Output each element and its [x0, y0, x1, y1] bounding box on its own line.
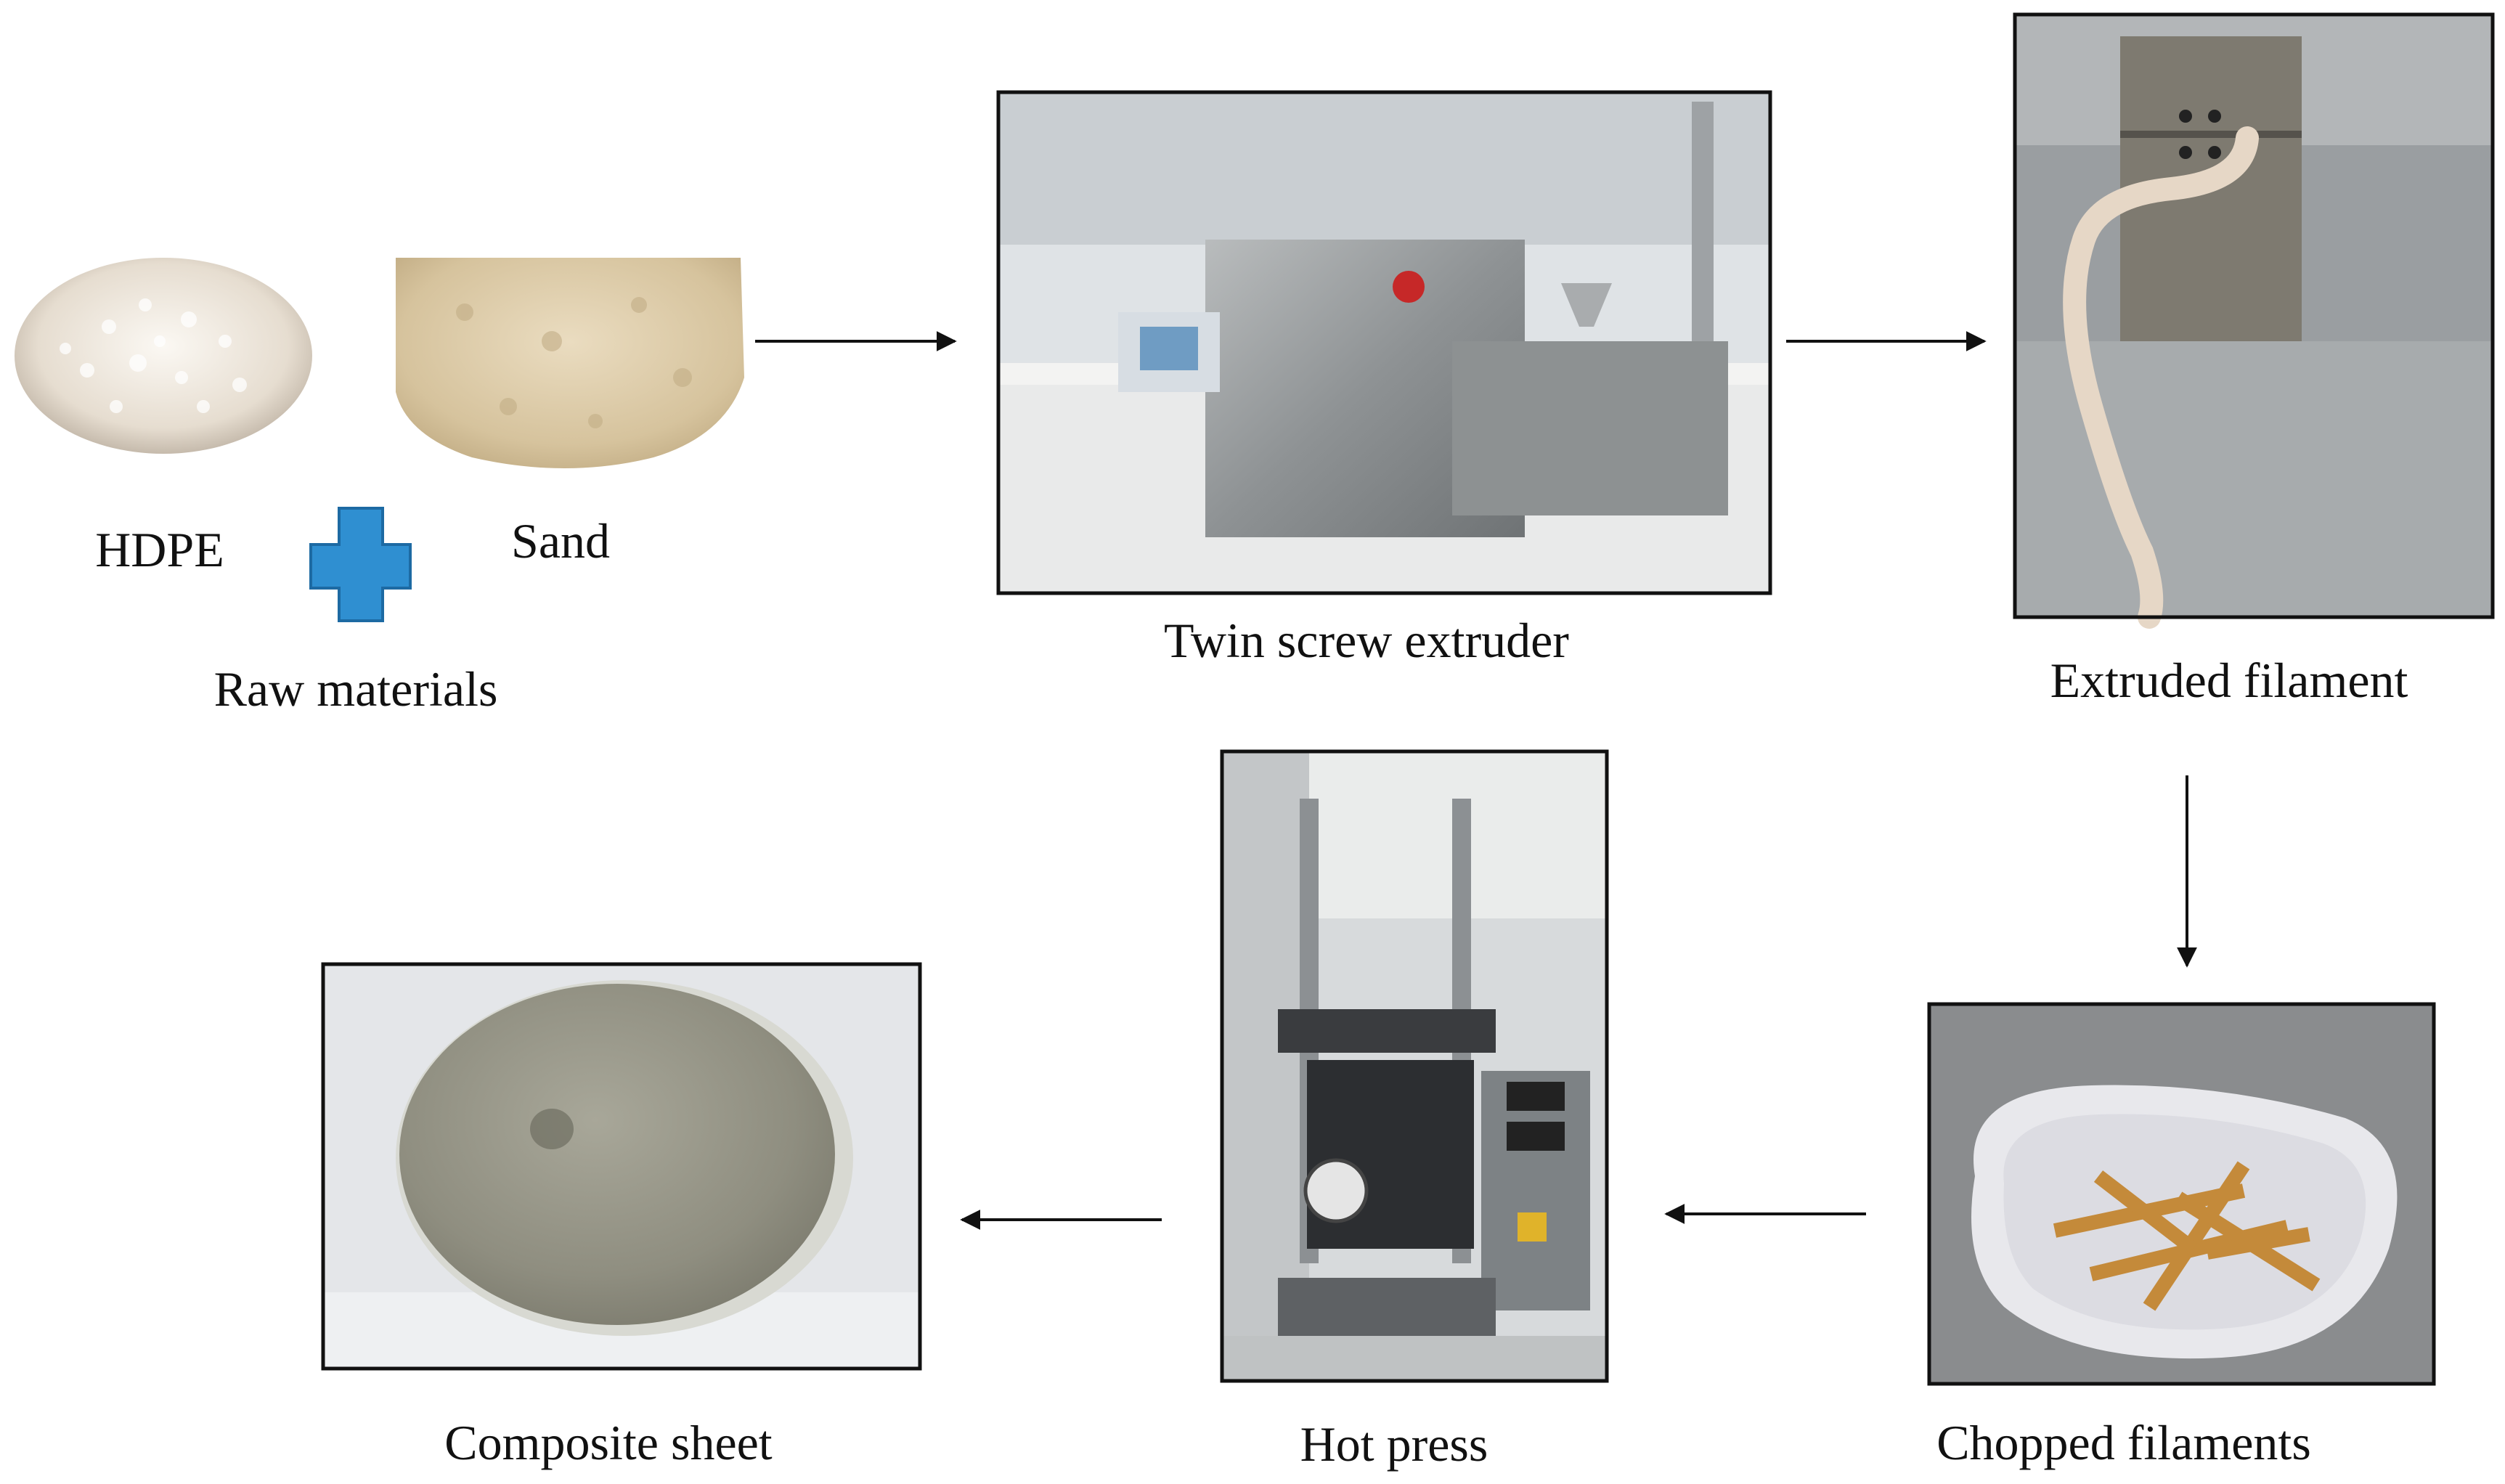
twin-screw-extruder-label: Twin screw extruder	[1164, 613, 1569, 668]
chopped-filaments-photo	[1927, 1002, 2436, 1386]
composite-sheet-label: Composite sheet	[444, 1415, 773, 1470]
sand-image	[396, 258, 744, 468]
sand-label: Sand	[511, 513, 610, 568]
hdpe-label: HDPE	[95, 522, 224, 577]
hot-press-photo	[1220, 749, 1609, 1383]
twin-screw-extruder-photo	[996, 90, 1772, 595]
raw-materials-label: Raw materials	[214, 661, 498, 717]
hot-press-label: Hot press	[1300, 1416, 1488, 1472]
composite-sheet-photo	[321, 962, 922, 1371]
extruded-filament-label: Extruded filament	[2050, 653, 2408, 708]
plus-icon	[309, 507, 412, 622]
chopped-filaments-label: Chopped filaments	[1936, 1415, 2311, 1470]
extruded-filament-photo	[2013, 12, 2495, 629]
hdpe-pellets-image	[15, 258, 312, 454]
